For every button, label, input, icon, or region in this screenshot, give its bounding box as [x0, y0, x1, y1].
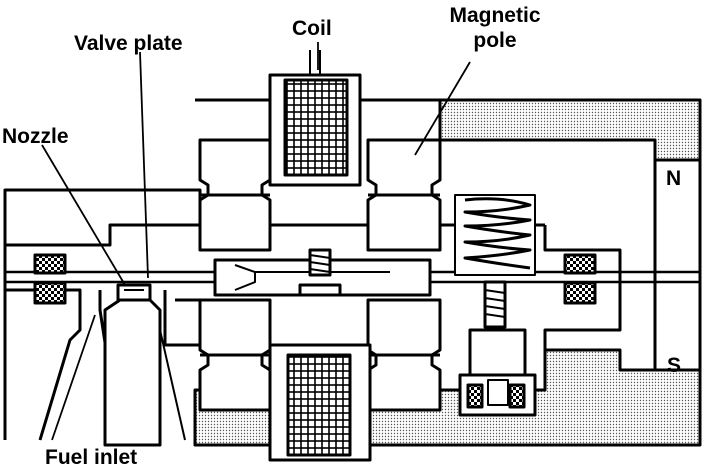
fuel-inlet-label: Fuel inlet	[45, 446, 138, 469]
north-pole-label: N	[666, 167, 682, 190]
centre-screw	[298, 248, 342, 297]
nozzle-part	[103, 283, 162, 447]
right-seal	[563, 253, 597, 305]
nozzle-label: Nozzle	[2, 125, 69, 148]
upper-pole-right	[366, 138, 442, 252]
upper-coil	[268, 50, 362, 187]
lower-coil	[268, 343, 372, 462]
valve-plate-label: Valve plate	[74, 32, 183, 55]
left-seal	[33, 253, 67, 305]
fuel-passage	[159, 290, 200, 441]
adjusting-screw	[458, 280, 537, 417]
south-pole-label: S	[667, 354, 682, 377]
lower-pole-right	[366, 298, 442, 412]
spring	[454, 194, 536, 276]
lower-pole-left	[198, 298, 272, 412]
coil-label: Coil	[292, 17, 332, 40]
leader-lines	[41, 42, 471, 441]
magnetic-pole-label: Magnetic pole	[449, 4, 541, 53]
upper-pole-left	[198, 138, 272, 252]
